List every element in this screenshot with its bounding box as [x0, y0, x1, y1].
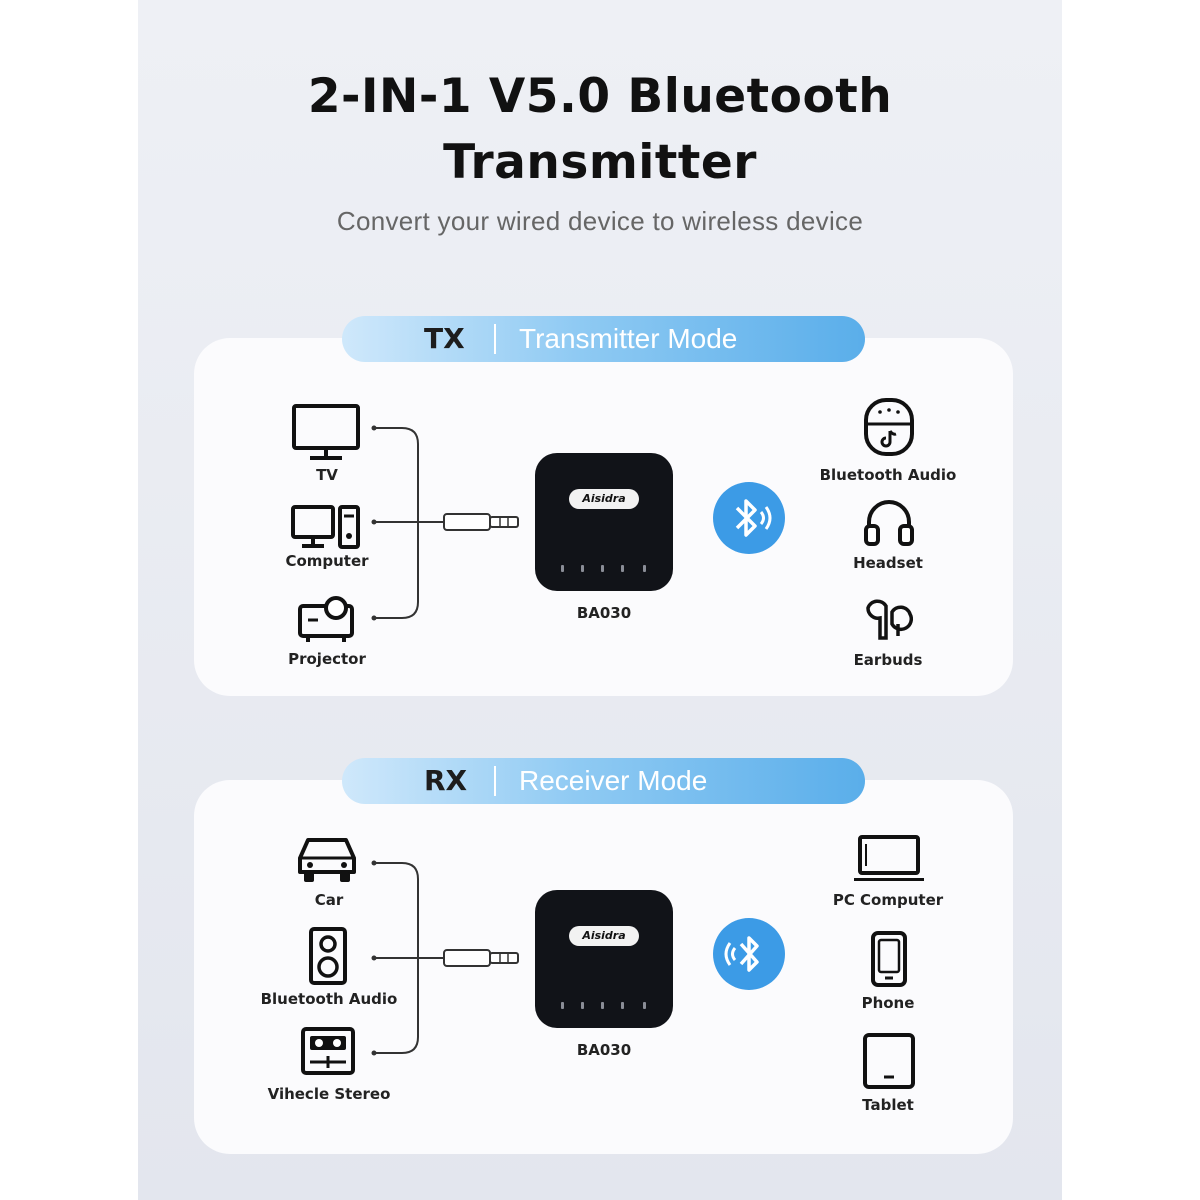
car-icon: [298, 838, 356, 882]
device-indicator-lights: [557, 565, 653, 573]
banner-divider: [494, 324, 496, 354]
page-title-line2: Transmitter: [443, 135, 757, 190]
target-label-tablet: Tablet: [862, 1096, 914, 1114]
rx-mode-abbr: RX: [424, 764, 468, 797]
device-indicator-lights: [557, 1002, 653, 1010]
tx-mode-title: Transmitter Mode: [519, 323, 738, 354]
source-label-tv: TV: [316, 466, 338, 484]
target-label-bluetooth-audio: Bluetooth Audio: [819, 466, 957, 484]
page-subtitle: Convert your wired device to wireless de…: [336, 206, 864, 236]
projector-icon: [298, 596, 354, 642]
tablet-icon: [863, 1033, 915, 1089]
source-label-vehicle-stereo: Vihecle Stereo: [267, 1085, 391, 1103]
source-label-car: Car: [314, 891, 344, 909]
speaker-icon: [309, 927, 347, 985]
computer-icon: [291, 505, 360, 549]
laptop-icon: [854, 835, 924, 881]
tx-cable-connector: [371, 425, 519, 621]
device-model-label: BA030: [576, 604, 632, 622]
rx-mode-banner: RX Receiver Mode: [342, 758, 865, 804]
rx-mode-title: Receiver Mode: [519, 765, 708, 796]
tx-mode-banner: TX Transmitter Mode: [342, 316, 865, 362]
device-brand-badge: Aisidra: [569, 926, 639, 946]
smart-speaker-icon: [864, 398, 914, 456]
bluetooth-icon: [713, 918, 785, 990]
target-label-earbuds: Earbuds: [853, 651, 923, 669]
source-label-computer: Computer: [285, 552, 369, 570]
earbuds-icon: [866, 599, 914, 640]
phone-icon: [871, 931, 907, 987]
device-brand-badge: Aisidra: [569, 489, 639, 509]
rx-cable-connector: [371, 860, 519, 1056]
headset-icon: [864, 500, 914, 546]
vehicle-stereo-icon: [301, 1027, 355, 1075]
device-model-label: BA030: [576, 1041, 632, 1059]
ba030-device: Aisidra: [535, 453, 673, 591]
source-label-bluetooth-audio: Bluetooth Audio: [260, 990, 398, 1008]
target-label-headset: Headset: [853, 554, 923, 572]
target-label-pc-computer: PC Computer: [832, 891, 944, 909]
ba030-device: Aisidra: [535, 890, 673, 1028]
bluetooth-icon: [713, 482, 785, 554]
page-title-line1: 2-IN-1 V5.0 Bluetooth: [307, 69, 893, 124]
banner-divider: [494, 766, 496, 796]
tx-mode-abbr: TX: [424, 322, 465, 355]
target-label-phone: Phone: [861, 994, 915, 1012]
source-label-projector: Projector: [288, 650, 366, 668]
tv-icon: [292, 404, 360, 460]
